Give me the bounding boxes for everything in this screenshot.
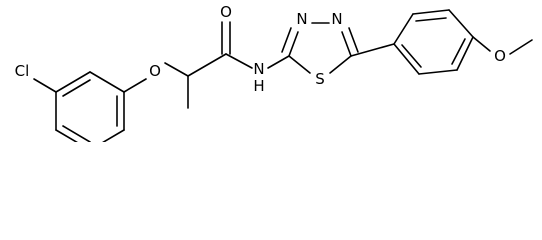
bond-o-ch — [164, 62, 189, 77]
bond-ring-o — [123, 78, 147, 93]
bond-ring2-inner-a — [415, 17, 447, 22]
atom-label-carbonyl-oxygen: O — [220, 3, 232, 21]
bond-ring1-a — [55, 71, 91, 93]
chemical-structure-diagram: Cl O O N H N N S O — [15, 3, 533, 142]
bond-ring1-inner-a — [62, 79, 91, 97]
bond-td-a — [288, 31, 299, 57]
atom-labels: Cl O O N H N N S O — [15, 3, 506, 95]
bond-ring2-o — [472, 36, 491, 52]
bond-cl-ring — [33, 78, 57, 93]
bond-td-e — [288, 55, 311, 74]
bond-td-c — [341, 31, 352, 57]
bond-lines — [33, 9, 533, 142]
bond-n-thiadiazole — [267, 55, 290, 69]
bond-td-ring2 — [350, 43, 395, 57]
atom-label-ring-nitrogen-right: N — [331, 10, 342, 28]
bond-ring2-c — [448, 9, 474, 38]
bond-ring2-e — [418, 69, 458, 75]
atom-label-ether-oxygen: O — [149, 62, 161, 80]
atom-label-ring-sulfur: S — [315, 70, 325, 88]
bond-td-c-inner — [348, 27, 359, 53]
bond-ring1-inner-c — [62, 125, 91, 142]
bond-ring1-b — [89, 71, 125, 93]
atom-label-chlorine: Cl — [15, 62, 30, 80]
atom-label-ring-nitrogen-left: N — [296, 10, 307, 28]
bond-ring2-d — [456, 36, 474, 71]
bond-ch-co — [187, 53, 227, 77]
bond-ring1-e — [55, 129, 78, 142]
bond-ring2-a — [393, 13, 414, 45]
atom-label-methoxy-oxygen: O — [494, 47, 506, 65]
bond-ring1-d — [102, 129, 125, 142]
bond-td-d — [329, 55, 352, 74]
bond-ring2-f — [393, 43, 420, 75]
bond-ring2-inner-c — [401, 44, 422, 68]
bond-ring2-b — [412, 9, 450, 15]
bond-co-n — [225, 53, 253, 69]
bond-o-methyl — [509, 39, 533, 55]
bond-ring2-inner-b — [451, 38, 466, 65]
atom-label-amide-hydrogen: H — [253, 77, 264, 95]
atom-label-amide-nitrogen: N — [253, 60, 264, 78]
bond-td-a-inner — [281, 27, 292, 53]
